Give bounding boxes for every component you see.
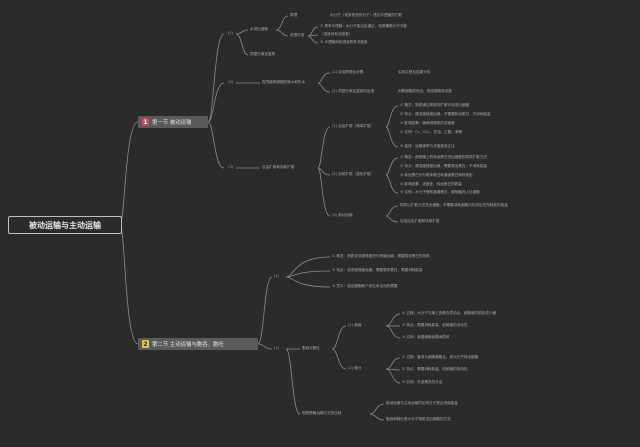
s2-active-item-1: ① 概念：物质逆浓度梯度进行跨膜运输，需要载体蛋白的协助 — [332, 254, 430, 258]
s1-fac-item-2: ② 特点：顺浓度梯度运输，需要转运蛋白，不消耗能量 — [400, 164, 488, 168]
s1-free-item-2: ② 特点：顺浓度梯度运输，不需要转运蛋白，不消耗能量 — [400, 112, 491, 116]
section-node-1[interactable]: 1 第一节 被动运输 — [138, 116, 208, 128]
s1-free-item-5: ⑤ 曲线：运输速率与浓度差成正比 — [400, 144, 455, 148]
s1-fac-item-1: ① 概念：借助膜上的转运蛋白进出细胞的物质扩散方式 — [400, 155, 488, 159]
s2-exo-item-2: ② 特点：需要消耗能量，依赖膜的流动性 — [402, 367, 468, 371]
s2-endo-item-2: ② 特点：需要消耗能量，依赖膜的流动性 — [402, 323, 468, 327]
root-node[interactable]: 被动运输与主动运输 — [8, 216, 122, 234]
s1-fac-item-3: ③ 转运蛋白分为载体蛋白和通道蛋白两种类型 — [400, 173, 473, 177]
s2-branch-1-marker[interactable]: (1) — [274, 273, 280, 278]
s2-exocytosis[interactable]: (2) 胞吐 — [348, 366, 362, 370]
section-number-badge: 1 — [142, 118, 149, 126]
section-number-badge: 2 — [142, 340, 149, 348]
s1-experiment-topic[interactable]: 探究植物细胞的吸水和失水 — [262, 80, 306, 84]
s1-principle-note: 水分子（或其他溶剂分子）透过半透膜的扩散 — [330, 13, 402, 17]
s1-branch-2-marker[interactable]: (2) — [228, 79, 234, 84]
s2-active-item-2: ② 特点：逆浓度梯度运输，需要载体蛋白，需要消耗能量 — [332, 268, 423, 272]
s1-passive-item-2: 包括自由扩散和协助扩散 — [400, 219, 440, 223]
s2-endo-item-3: ③ 实例：吞噬细胞吞噬病原体 — [402, 335, 450, 339]
s2-branch-2-marker[interactable]: (2) — [274, 345, 280, 350]
s1-passive-transport[interactable]: (3) 被动运输 — [332, 213, 353, 217]
s1-experiment-steps[interactable]: (1) 实验原理及步骤 — [332, 70, 364, 74]
section-label: 第二节 主动运输与胞吞、胞吐 — [152, 342, 224, 348]
s2-compare-item-2: 胞吞和胞吐是大分子物质进出细胞的方式 — [386, 417, 451, 421]
s2-compare-item-1: 被动运输与主动运输的区别在于是否消耗能量 — [386, 401, 458, 405]
s1-fac-item-4: ④ 影响因素：浓度差、转运蛋白的数量 — [400, 182, 462, 186]
s1-facilitated-diffusion[interactable]: (2) 协助扩散（易化扩散） — [332, 172, 375, 176]
s1-diffusion-topic[interactable]: 自由扩散和协助扩散 — [262, 165, 295, 169]
s2-exo-item-1: ① 过程：囊泡与细胞膜融合，将大分子排出细胞 — [402, 355, 479, 359]
s1-branch-1-marker[interactable]: (1) — [228, 30, 234, 35]
s1-experiment-apply[interactable]: (2) 质壁分离及复原的应用 — [332, 89, 375, 93]
s1-experiment-apply-note: 判断细胞的死活、测定细胞液浓度 — [398, 89, 452, 93]
s2-endocytosis[interactable]: (1) 胞吞 — [348, 323, 362, 327]
section-label: 第一节 被动运输 — [152, 120, 192, 126]
section-node-2[interactable]: 2 第二节 主动运输与胞吞、胞吐 — [138, 338, 258, 350]
s1-free-diffusion[interactable]: (1) 自由扩散（简单扩散） — [332, 124, 375, 128]
s2-comparison[interactable]: 物质跨膜运输方式的比较 — [302, 411, 342, 415]
s1-free-item-1: ① 概念：物质通过简单的扩散作用进出细胞 — [400, 103, 470, 107]
s2-endo-item-1: ① 过程：大分子与膜上的蛋白质结合，细胞膜内陷形成小囊 — [402, 311, 497, 315]
s1-osmosis-label[interactable]: 渗透作用 — [290, 33, 305, 37]
s1-plasmolysis[interactable]: 质壁分离及复原 — [250, 52, 276, 56]
s1-free-item-3: ③ 影响因素：膜两侧物质的浓度差 — [400, 121, 455, 125]
s1-experiment-steps-note: 实验过程及结果分析 — [398, 70, 431, 74]
s1-water-topic[interactable]: 水进出细胞 — [250, 27, 268, 31]
s1-fac-item-5: ⑤ 实例：水分子借助通道蛋白、葡萄糖进入红细胞 — [400, 190, 480, 194]
s2-active-item-3: ③ 意义：保证细胞和个体生命活动的需要 — [332, 284, 398, 288]
s1-osmosis-cond-1: ① 具有半透膜：水分子能自由通过，而蔗糖等分子不能 — [320, 24, 408, 28]
s1-principle-label[interactable]: 原理 — [290, 13, 298, 17]
s2-exo-item-3: ③ 实例：分泌蛋白的分泌 — [402, 380, 443, 384]
s1-osmosis-cond-3: ② 半透膜两侧溶液具有浓度差 — [320, 40, 368, 44]
s1-branch-3-marker[interactable]: (3) — [228, 164, 234, 169]
s1-free-item-4: ④ 实例：O₂、CO₂、甘油、乙醇、苯等 — [400, 130, 463, 134]
s2-endo-exo-topic[interactable]: 胞吞与胞吐 — [302, 346, 320, 350]
s1-passive-item-1: 物质以扩散方式进出细胞，不需要消耗细胞内化学反应所释放的能量 — [400, 203, 508, 207]
s1-osmosis-cond-2: （溶液间有浓度差） — [320, 32, 353, 36]
